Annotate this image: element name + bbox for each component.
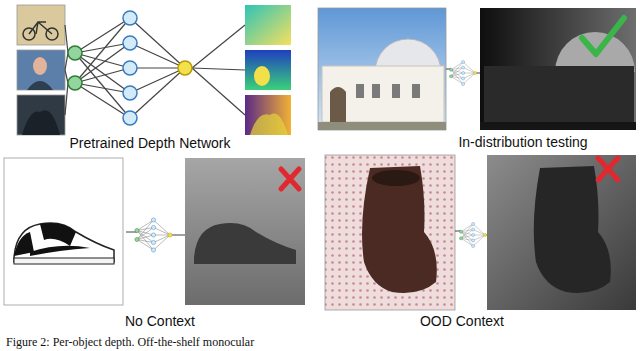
neural-network [68,11,192,125]
sneaker-photo [4,158,123,305]
panel-label: No Context [125,313,195,329]
building-photo [318,8,446,130]
depth-map [480,8,636,130]
depth-maps [245,5,291,135]
training-images [17,5,65,135]
panel-label: Pretrained Depth Network [69,135,230,151]
depth-map [185,158,305,305]
neural-network [135,218,172,252]
panel-label: In-distribution testing [458,134,587,150]
panel-label: OOD Context [420,313,504,329]
neural-network [459,222,486,247]
depth-map [487,155,636,310]
figure-caption: Figure 2: Per-object depth. Off-the-shel… [6,335,254,349]
boot-photo [325,155,455,310]
neural-network [449,60,476,85]
